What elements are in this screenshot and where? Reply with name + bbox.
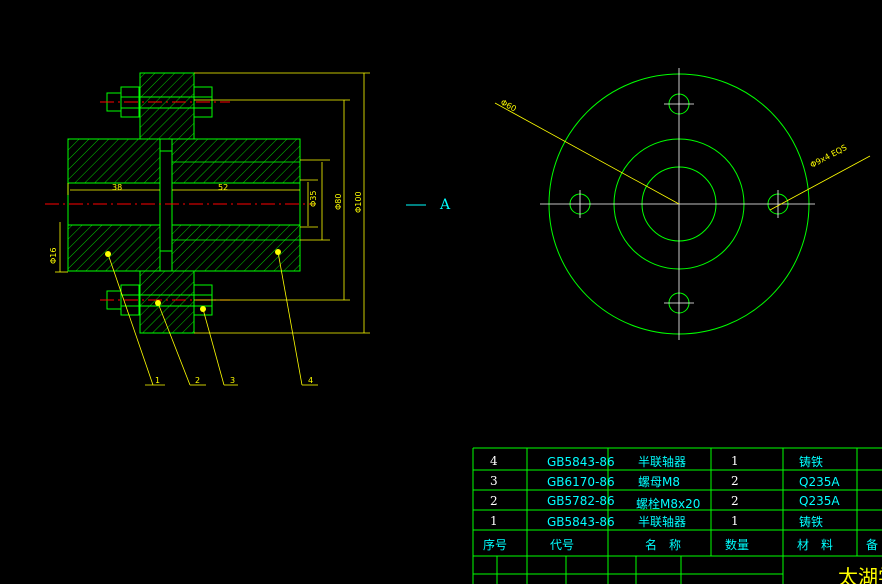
view-label: A <box>439 197 451 213</box>
spigot <box>159 150 173 252</box>
end-view-centerlines <box>540 68 815 340</box>
bom-row-name: 螺母M8 <box>638 475 680 489</box>
leader-dots <box>105 249 281 312</box>
bom-row-code: GB5782-86 <box>547 494 615 508</box>
flange-bottom <box>139 270 195 334</box>
bom-row-qty: 1 <box>731 454 739 468</box>
bom-header-code: 代号 <box>550 538 574 552</box>
bom-header-extra: 备 <box>866 538 878 552</box>
dim-dia-bore: Φ35 <box>309 191 318 207</box>
bom-row-material: Q235A <box>799 494 840 508</box>
dim-len-left: 38 <box>112 183 122 192</box>
leaders <box>107 251 318 386</box>
bom-header-qty: 数量 <box>725 537 749 552</box>
balloon-4: 4 <box>308 376 313 385</box>
bom-row-material: 铸铁 <box>799 514 823 529</box>
bom-row-name: 半联轴器 <box>638 514 686 529</box>
bom-row-no: 1 <box>490 514 498 528</box>
bom-row-material: 铸铁 <box>799 454 823 469</box>
bom-row-code: GB5843-86 <box>547 515 615 529</box>
bom-row-name: 螺栓M8x20 <box>636 496 700 511</box>
bom-row-code: GB5843-86 <box>547 455 615 469</box>
bom-row-qty: 2 <box>731 474 739 488</box>
flange-top <box>139 72 195 140</box>
dim-dia-flange: Φ100 <box>354 191 363 213</box>
bom-row-name: 半联轴器 <box>638 454 686 469</box>
balloon-2: 2 <box>195 376 200 385</box>
bom-row-code: GB6170-86 <box>547 475 615 489</box>
bom-header-no: 序号 <box>483 537 507 552</box>
bom-row-no: 4 <box>490 454 498 468</box>
bom-row-qty: 1 <box>731 514 739 528</box>
balloon-3: 3 <box>230 376 235 385</box>
dim-len-right: 52 <box>218 183 228 192</box>
bom-row-qty: 2 <box>731 494 739 508</box>
section-view[interactable]: 38 52 Φ35 Φ80 Φ100 Φ16 1 2 3 4 <box>45 72 370 386</box>
end-view-dims <box>494 102 871 211</box>
bom-row-material: Q235A <box>799 475 840 489</box>
bom-row-no: 3 <box>490 474 498 488</box>
bom-header-material: 材 料 <box>797 538 833 552</box>
dim-dia-hub: Φ80 <box>334 194 343 210</box>
dim-dia-shaft: Φ16 <box>49 248 58 264</box>
bom-row-no: 2 <box>490 494 498 508</box>
dim-dia-holes: Φ9x4 EQS <box>809 143 849 170</box>
dim-dia-bolt-circle: Φ60 <box>499 98 518 114</box>
title-block-name: 太湖学 <box>838 565 882 584</box>
bom-table[interactable] <box>472 447 882 584</box>
bom-header-name: 名 称 <box>645 537 681 552</box>
balloon-1: 1 <box>155 376 160 385</box>
dimension-lines <box>55 72 370 334</box>
